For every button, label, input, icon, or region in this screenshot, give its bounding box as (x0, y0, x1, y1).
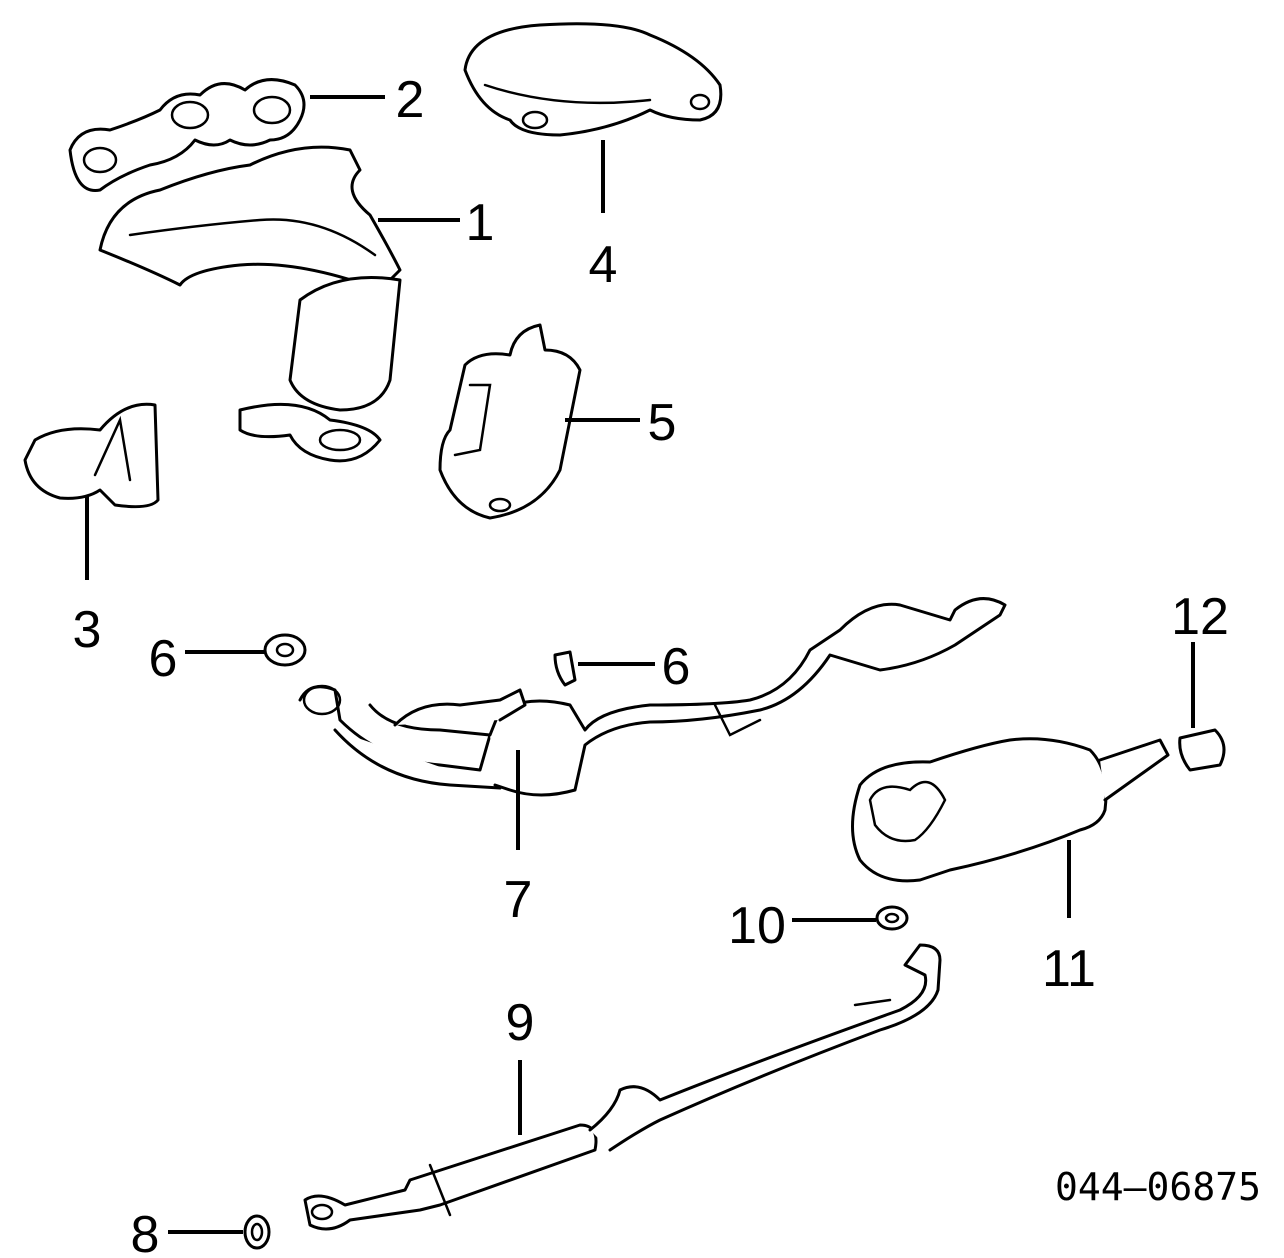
part-7-front-pipe[interactable] (298, 597, 1007, 797)
part-8-gasket[interactable] (243, 1214, 271, 1250)
callout-8: 8 (131, 1206, 160, 1258)
callout-4: 4 (589, 236, 618, 294)
callout-9: 9 (506, 994, 535, 1052)
part-11-muffler[interactable] (851, 737, 1170, 883)
part-4-heat-insulator[interactable] (463, 22, 723, 137)
diagram-code: 044—06875 (1055, 1165, 1261, 1209)
part-2-manifold-gasket[interactable] (68, 78, 306, 192)
part-12-tail-pipe[interactable] (1178, 728, 1226, 772)
callout-10: 10 (728, 897, 786, 955)
callout-6-left: 6 (149, 630, 178, 688)
callout-11: 11 (1042, 940, 1096, 998)
callout-6-right: 6 (662, 638, 691, 696)
part-6-gasket-right[interactable] (553, 650, 577, 687)
part-10-gasket[interactable] (875, 905, 909, 931)
part-9-center-pipe[interactable] (303, 943, 942, 1231)
leader-lines (85, 95, 1195, 1234)
callout-2: 2 (396, 71, 425, 129)
callout-1: 1 (466, 194, 495, 252)
part-3-heat-insulator[interactable] (23, 402, 160, 509)
callout-7: 7 (504, 871, 533, 929)
part-5-heat-shield[interactable] (438, 323, 582, 520)
part-1-exhaust-manifold[interactable] (98, 145, 402, 463)
part-6-gasket-left[interactable] (263, 633, 307, 667)
callout-3: 3 (73, 601, 102, 659)
callout-12: 12 (1171, 588, 1229, 646)
callout-5: 5 (648, 394, 677, 452)
